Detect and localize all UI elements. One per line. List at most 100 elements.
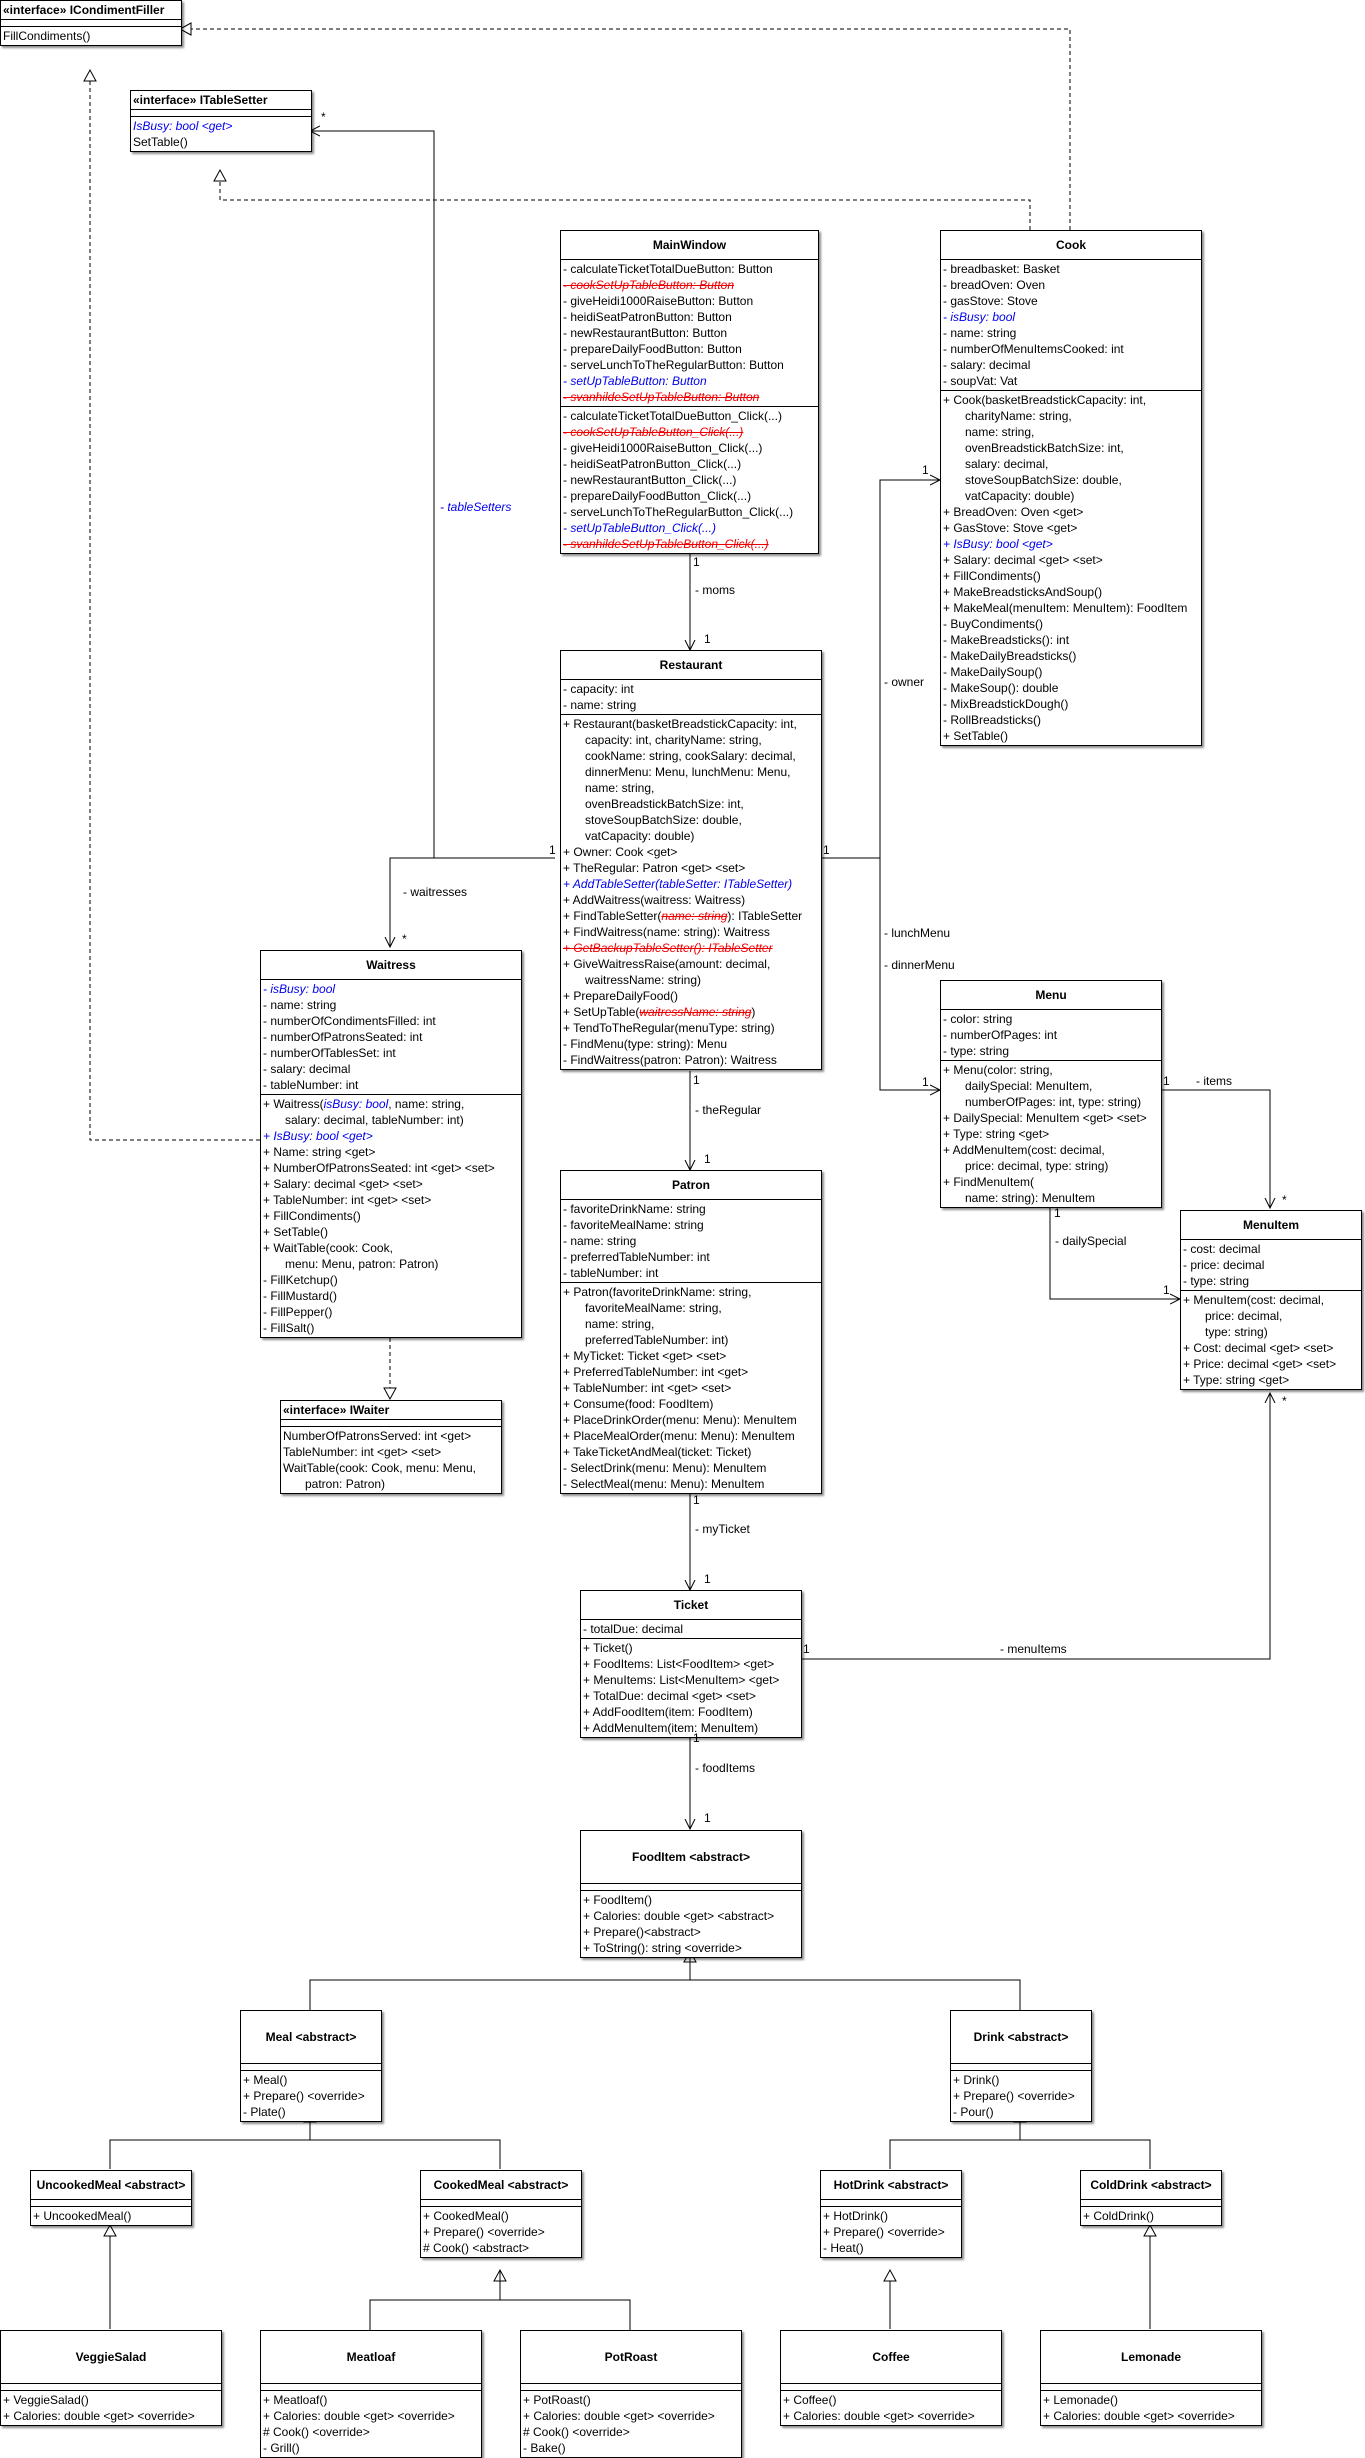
role-moms: - moms [695,583,735,597]
text-run: isBusy: bool [323,1097,389,1111]
attribute-line: - color: string [943,1012,1013,1026]
operation-line: + DailySpecial: MenuItem <get> <set> [943,1111,1147,1125]
class-title: PotRoast [521,2331,741,2384]
operation-line: salary: decimal, tableNumber: int) [285,1113,464,1127]
attributes-section [521,2384,741,2391]
operation-line: + AddTableSetter(tableSetter: ITableSett… [563,877,793,891]
operation-line: + SetUpTable(waitressName: string) [563,1004,819,1020]
mult-dinnerMenu-dst: 1 [922,1075,929,1089]
operation-line: - Heat() [823,2241,864,2255]
attribute-line: - svanhildeSetUpTableButton: Button [563,390,760,404]
operation-line: + Prepare()<abstract> [583,1925,701,1939]
class-restaurant: Restaurant- capacity: int- name: string+… [560,650,822,1070]
class-title: Ticket [581,1591,801,1620]
text-run: waitressName: string [639,1005,752,1019]
operations-section: + UncookedMeal() [31,2207,191,2225]
operation-line: + Cost: decimal <get> <set> [1183,1341,1334,1355]
operations-section: + ColdDrink() [1081,2207,1221,2225]
mult-items-src: 1 [1163,1074,1170,1088]
attribute-line: - serveLunchToTheRegularButton: Button [563,358,784,372]
operation-line: - newRestaurantButton_Click(...) [563,473,737,487]
operation-line: + Cook(basketBreadstickCapacity: int, [943,393,1147,407]
attributes-section [281,1420,501,1427]
operations-section: + Menu(color: string,dailySpecial: MenuI… [941,1061,1161,1207]
attributes-section [241,2064,381,2071]
operation-line: + TotalDue: decimal <get> <set> [583,1689,756,1703]
operation-line: preferredTableNumber: int) [585,1333,729,1347]
gen-meatloaf [369,2268,507,2330]
attributes-section: - capacity: int- name: string [561,680,821,715]
role-menuItems: - menuItems [1000,1642,1067,1656]
operation-line: + GetBackupTableSetter(): ITableSetter [563,941,773,955]
operation-line: + FillCondiments() [943,569,1041,583]
attributes-section: - breadbasket: Basket- breadOven: Oven- … [941,260,1201,391]
operation-line: + GasStove: Stove <get> [943,521,1078,535]
operation-line: + Calories: double <get> <override> [783,2409,975,2423]
operation-line: - serveLunchToTheRegularButton_Click(...… [563,505,794,519]
operation-line: + FindTableSetter(name: string): ITableS… [563,908,819,924]
class-title: Meatloaf [261,2331,481,2384]
operation-line: + Coffee() [783,2393,837,2407]
operation-line: + IsBusy: bool <get> [943,537,1053,551]
operation-line: - FindWaitress(patron: Patron): Waitress [563,1053,777,1067]
role-theRegular: - theRegular [695,1103,762,1117]
operation-line: + FindMenuItem( [943,1175,1035,1189]
mult-waitresses-src: 1 [549,843,556,857]
attribute-line: - gasStove: Stove [943,294,1038,308]
class-coffee: Coffee+ Coffee()+ Calories: double <get>… [780,2330,1002,2426]
text-run: ) [751,1005,756,1019]
operation-line: + Price: decimal <get> <set> [1183,1357,1337,1371]
class-title: UncookedMeal <abstract> [31,2171,191,2200]
operation-line: ovenBreadstickBatchSize: int, [965,441,1124,455]
attribute-line: - cost: decimal [1183,1242,1261,1256]
operation-line: favoriteMealName: string, [585,1301,722,1315]
operation-line: - MakeDailyBreadsticks() [943,649,1077,663]
operation-line: + IsBusy: bool <get> [263,1129,373,1143]
operations-section: + PotRoast()+ Calories: double <get> <ov… [521,2391,741,2457]
operation-line: + Calories: double <get> <override> [1043,2409,1235,2423]
operation-line: + Type: string <get> [1183,1373,1290,1387]
operation-line: - Bake() [523,2441,566,2455]
operation-line: + FillCondiments() [263,1209,361,1223]
operation-line: name: string, [585,781,655,795]
operation-line: + Calories: double <get> <override> [3,2409,195,2423]
operation-line: + Restaurant(basketBreadstickCapacity: i… [563,717,797,731]
class-title: MainWindow [561,231,818,260]
operation-line: - giveHeidi1000RaiseButton_Click(...) [563,441,763,455]
operation-line: menu: Menu, patron: Patron) [285,1257,439,1271]
mult-theRegular-dst: 1 [704,1152,711,1166]
attribute-line: - type: string [1183,1274,1250,1288]
operation-line: + Calories: double <get> <override> [263,2409,455,2423]
operation-line: - MixBreadstickDough() [943,697,1069,711]
operation-line: + AddMenuItem(item: MenuItem) [583,1721,759,1735]
operation-line: cookName: string, cookSalary: decimal, [585,749,796,763]
class-mainwindow: MainWindow - calculateTicketTotalDueButto… [560,230,819,554]
operation-line: + Prepare() <override> [823,2225,945,2239]
operation-line: + PreferredTableNumber: int <get> [563,1365,749,1379]
attributes-section: - isBusy: bool- name: string- numberOfCo… [261,980,521,1095]
mult-menuItems-dst: * [1282,1394,1287,1408]
operation-line: - calculateTicketTotalDueButton_Click(..… [563,409,782,423]
operation-line: name: string, [965,425,1035,439]
class-meal: Meal <abstract>+ Meal()+ Prepare() <over… [240,2010,382,2122]
gen-drink-fooditem [689,1951,1021,2010]
operation-line: + Type: string <get> [943,1127,1050,1141]
assoc-waitresses [390,857,555,947]
operations-section: + Restaurant(basketBreadstickCapacity: i… [561,715,821,1069]
attribute-line: - calculateTicketTotalDueButton: Button [563,262,773,276]
operation-line: salary: decimal, [965,457,1049,471]
operations-section: + Drink()+ Prepare() <override>- Pour() [951,2071,1091,2121]
attribute-line: - favoriteMealName: string [563,1218,704,1232]
attributes-section [31,2200,191,2207]
attribute-line: - isBusy: bool [943,310,1016,324]
class-cook: Cook- breadbasket: Basket- breadOven: Ov… [940,230,1202,746]
attribute-line: - setUpTableButton: Button [563,374,707,388]
operation-line: - MakeSoup(): double [943,681,1059,695]
class-menuitem: MenuItem- cost: decimal- price: decimal-… [1180,1210,1362,1390]
operation-line: + ToString(): string <override> [583,1941,742,1955]
operation-line: TableNumber: int <get> <set> [283,1445,442,1459]
mult-theRegular-src: 1 [693,1073,700,1087]
operation-line: + SetTable() [943,729,1009,743]
attributes-section: - cost: decimal- price: decimal- type: s… [1181,1240,1361,1291]
